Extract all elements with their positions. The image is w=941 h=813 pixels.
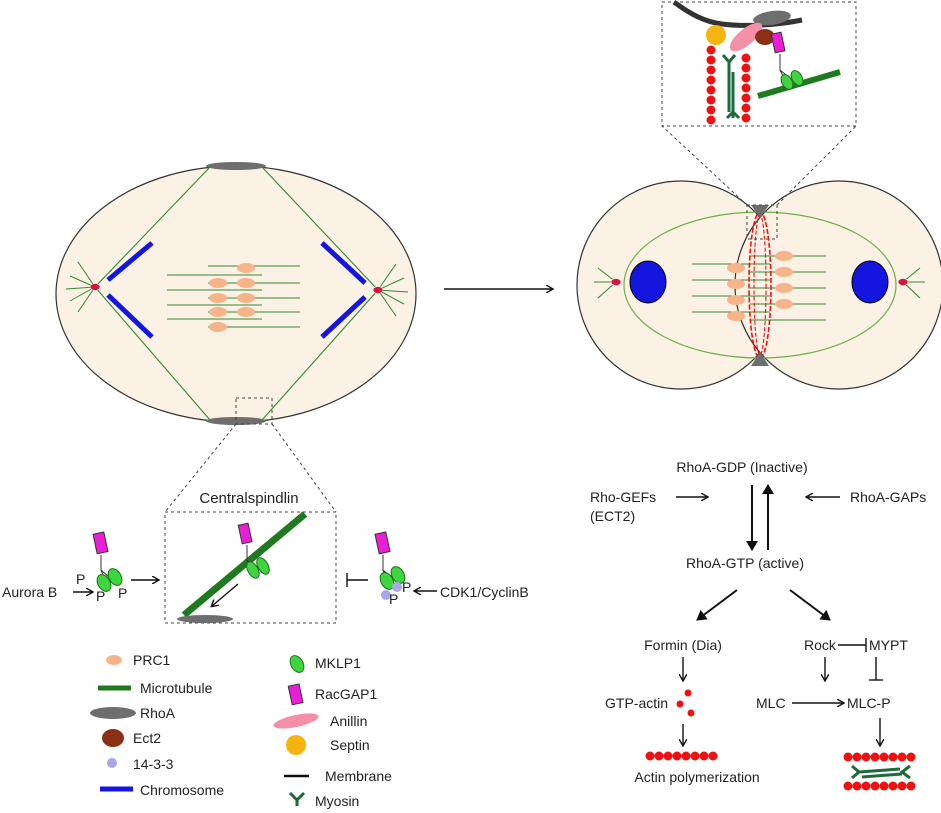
svg-text:Microtubule: Microtubule [140,680,213,696]
right-centrosome [372,286,384,294]
membrane [672,0,803,28]
actin-filament [645,751,718,761]
mlc-label: MLC [756,695,786,711]
rhoa-top-patch [206,162,266,170]
chromosome [106,293,154,339]
svg-text:MKLP1: MKLP1 [315,655,361,671]
svg-text:P: P [402,579,411,595]
rhoa-furrow-top [751,205,769,218]
legend-item-rhoa: RhoA [90,705,176,721]
rhoa-gtp-label: RhoA-GTP (active) [686,555,804,571]
legend-item-membrane: Membrane [284,768,392,784]
rhoa-furrow-bottom [751,352,769,366]
rock-label: Rock [804,637,837,653]
microtubule [181,511,308,618]
legend-item-mklp1: MKLP1 [289,655,361,673]
rhoa-gaps-label: RhoA-GAPs [850,489,926,505]
svg-text:P: P [118,585,127,601]
mlc-p-label: MLC-P [847,695,891,711]
rhoa [177,615,233,623]
myosin [721,54,741,120]
legend-item-anillin: Anillin [273,713,367,729]
aurora-b-complex: P P P Aurora B [2,531,158,604]
svg-text:Septin: Septin [330,737,370,753]
racgap1 [770,31,786,54]
cdk1-label: CDK1/CyclinB [440,584,529,600]
legend: PRC1 Microtubule RhoA Ect2 14-3-3 Chromo… [90,652,392,809]
legend-item-1433: 14-3-3 [107,756,174,772]
legend-item-racgap1: RacGAP1 [287,683,377,706]
right-aster [897,267,925,299]
rhoa-gdp-label: RhoA-GDP (Inactive) [676,459,807,475]
g-actin-monomers [676,689,695,717]
left-aster [594,267,622,299]
svg-text:Membrane: Membrane [325,768,392,784]
gtp-actin-label: GTP-actin [605,695,668,711]
rhoa-pathway: RhoA-GDP (Inactive) Rho-GEFs (ECT2) RhoA… [590,459,926,791]
cdk1-complex: P P CDK1/CyclinB [346,531,529,607]
left-aster [65,261,101,313]
metaphase-cell [55,162,417,513]
mypt-label: MYPT [869,637,908,653]
chromosome [106,241,154,282]
legend-item-chromosome: Chromosome [100,782,224,798]
central-spindle [167,263,300,332]
central-spindle [692,251,826,321]
legend-item-prc1: PRC1 [106,652,171,668]
svg-text:PRC1: PRC1 [133,652,171,668]
formin-label: Formin (Dia) [644,637,722,653]
svg-text:P: P [389,591,398,607]
nucleus-left [629,260,667,304]
legend-item-microtubule: Microtubule [98,680,213,696]
septin [706,25,726,45]
rhoa [753,10,791,26]
dividing-cell [576,125,941,390]
svg-text:RacGAP1: RacGAP1 [315,686,377,702]
svg-text:Chromosome: Chromosome [140,782,224,798]
ect2 [755,29,775,45]
legend-item-ect2: Ect2 [102,729,161,747]
anillin [729,22,763,52]
svg-text:Myosin: Myosin [315,793,359,809]
protein-1433 [392,582,402,592]
svg-text:14-3-3: 14-3-3 [133,756,174,772]
svg-text:P: P [76,571,85,587]
ect2-label: (ECT2) [590,508,635,524]
centralspindlin-title: Centralspindlin [199,490,298,507]
svg-text:Anillin: Anillin [330,713,367,729]
actomyosin-bundle [843,752,916,791]
rhoa-bottom-patch [206,417,266,425]
actin-polymerization-label: Actin polymerization [634,769,759,785]
mklp1 [780,74,794,90]
legend-item-septin: Septin [286,735,370,755]
svg-text:P: P [96,588,105,604]
zoom-box-cortex [235,397,273,425]
chromosome [320,241,367,285]
furrow-inset [661,0,857,127]
svg-text:Ect2: Ect2 [133,730,161,746]
actin-filament-left [706,45,716,125]
svg-text:RhoA: RhoA [140,705,176,721]
zoom-box-furrow [746,204,778,240]
legend-item-myosin: Myosin [288,791,359,809]
mklp1 [790,70,804,86]
centralspindlin-panel [164,511,337,624]
rho-gefs-label: Rho-GEFs [590,489,656,505]
right-aster [372,263,409,317]
chromosome [320,295,367,339]
nucleus-right [851,260,889,304]
actin-filament-right [741,53,751,123]
left-centrosome [89,283,101,291]
protein-1433 [381,590,391,600]
aurora-b-label: Aurora B [2,584,57,600]
